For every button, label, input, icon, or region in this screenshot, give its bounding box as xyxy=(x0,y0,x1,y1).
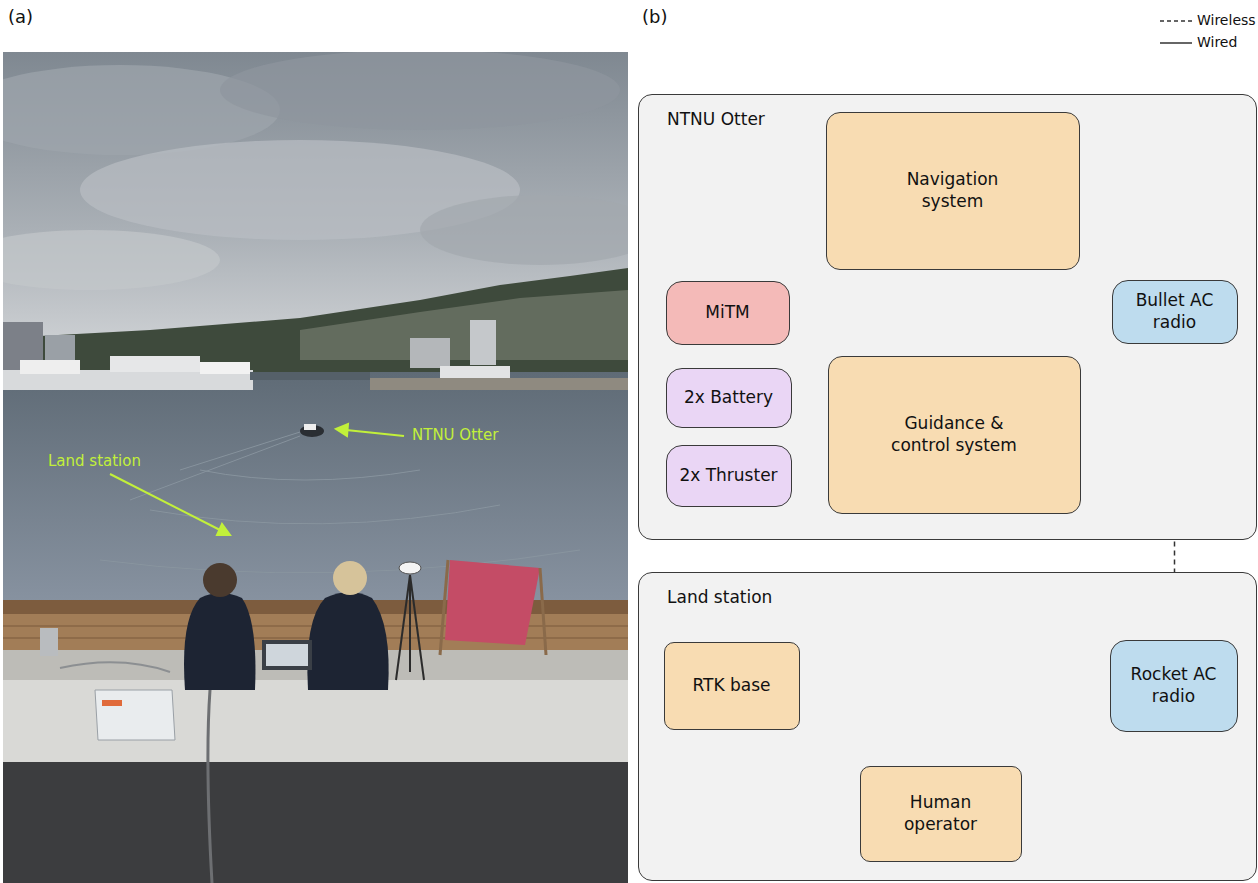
panel-label: (a) xyxy=(8,6,33,27)
harbour-photo xyxy=(0,0,640,883)
process-box: Human operator xyxy=(860,766,1022,862)
node-text: Navigation system xyxy=(883,169,1023,213)
system-group: NTNU OtterNavigation systemMiTM Bullet AC… xyxy=(638,94,1257,540)
photo-content xyxy=(3,52,628,883)
legend-text: Wired xyxy=(1197,34,1237,50)
radio-box: Bullet AC radio xyxy=(1112,280,1238,344)
wireless-sample xyxy=(1160,20,1192,22)
photo-annotation: NTNU Otter xyxy=(412,426,498,444)
photo-annotation: Land station xyxy=(48,452,141,470)
attacker-box: MiTM xyxy=(666,281,790,345)
node-text: Bullet AC radio xyxy=(1125,290,1225,334)
process-box: Guidance & control system xyxy=(828,356,1081,514)
group-heading: NTNU Otter xyxy=(667,109,765,129)
group-heading: Land station xyxy=(667,587,772,607)
radio-box: Rocket AC radio xyxy=(1110,640,1238,732)
leader-arrows xyxy=(110,424,404,535)
hardware-box: 2x Battery xyxy=(666,368,792,428)
node-text: Rocket AC radio xyxy=(1124,664,1224,708)
process-box: Navigation system xyxy=(826,112,1080,270)
node-text: MiTM xyxy=(705,302,749,324)
node-text: Human operator xyxy=(886,792,996,836)
node-text: 2x Battery xyxy=(684,387,773,409)
node-text: RTK base xyxy=(692,675,770,697)
node-text: 2x Thruster xyxy=(679,465,777,487)
legend-samples xyxy=(0,0,1258,60)
wired-sample xyxy=(1160,42,1192,44)
process-box: RTK base xyxy=(664,642,800,730)
hardware-box: 2x Thruster xyxy=(666,445,792,507)
legend-text: Wireless xyxy=(1197,12,1256,28)
system-group: Land stationRTK base Rocket AC radioHuman… xyxy=(638,572,1257,881)
panel-label: (b) xyxy=(642,6,667,27)
node-text: Guidance & control system xyxy=(874,413,1034,457)
